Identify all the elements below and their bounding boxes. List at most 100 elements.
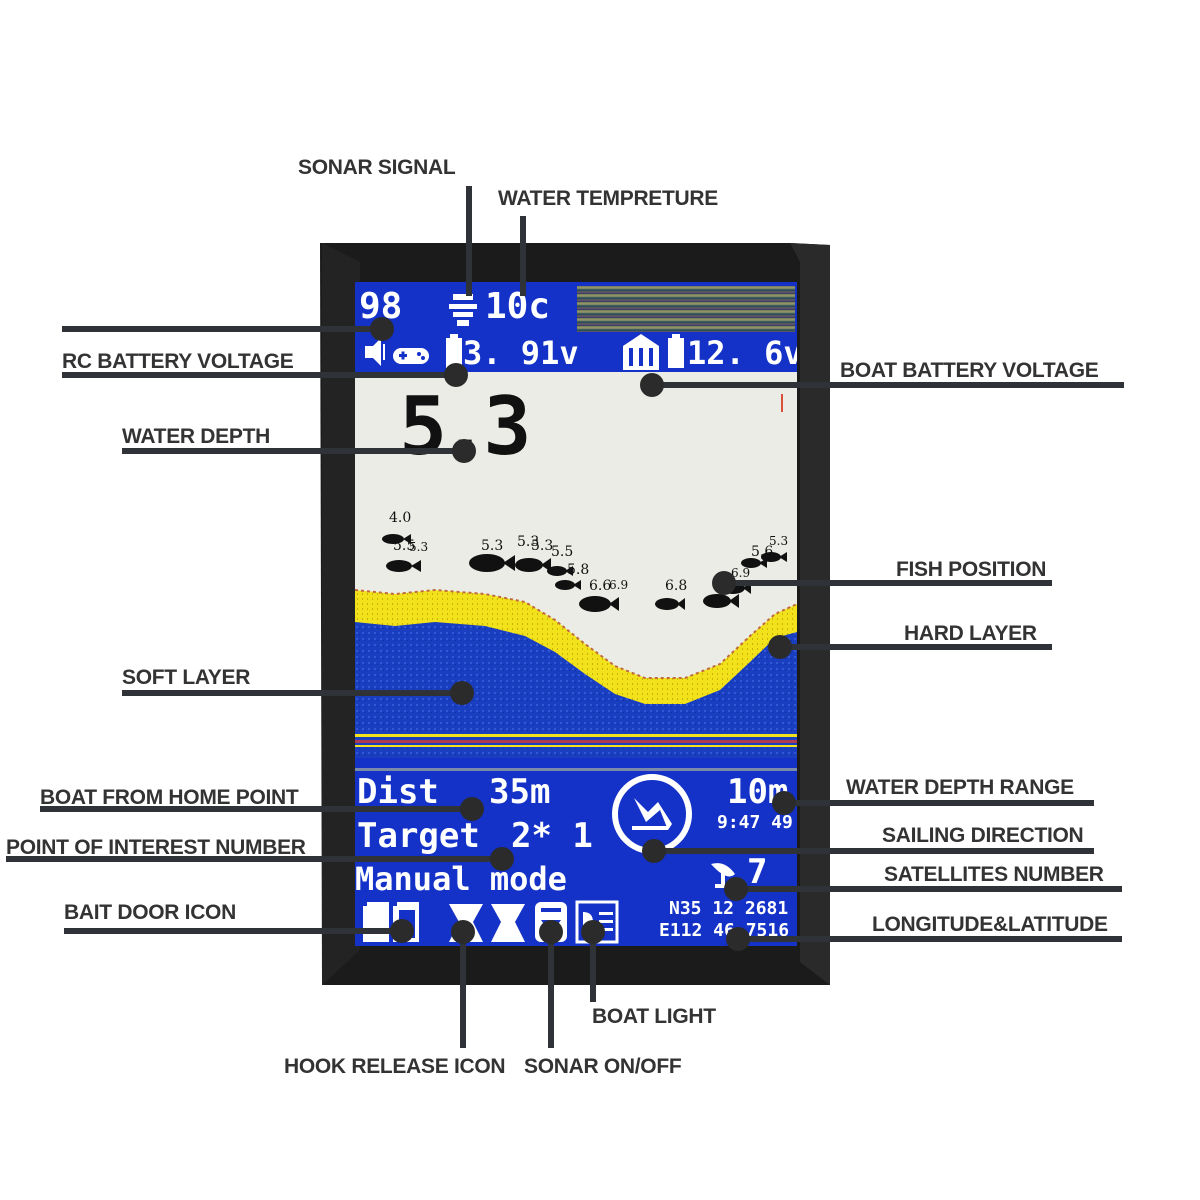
depth-range-label: WATER DEPTH RANGE	[846, 776, 1074, 799]
sonar-signal-leader	[466, 186, 472, 296]
target-label: Target	[357, 816, 480, 856]
soft-layer-dot	[450, 681, 474, 705]
fish-depth-label: 4.0	[389, 510, 412, 526]
fish-icon	[579, 596, 619, 612]
fish-icon	[555, 580, 581, 590]
fish-depth-label: 6.9	[609, 578, 629, 592]
depth-range-dot	[772, 791, 796, 815]
fish-icon	[655, 598, 685, 610]
gamepad-icon	[393, 348, 429, 364]
boat-from-home-dot	[460, 797, 484, 821]
hook-release-label: HOOK RELEASE ICON	[284, 1055, 506, 1078]
poi-number-dot	[490, 847, 514, 871]
boat-battery-label: BOAT BATTERY VOLTAGE	[840, 359, 1099, 382]
satellites-leader	[740, 886, 1122, 892]
fish-depth-label: 5.3	[517, 534, 540, 550]
rc-battery-dot	[444, 363, 468, 387]
boat-icon	[623, 334, 659, 370]
latitude-value: N35 12 2681	[669, 898, 789, 919]
sailing-direction-dot	[642, 839, 666, 863]
signal-value-dot	[370, 317, 394, 341]
boat-battery-icon	[668, 334, 684, 368]
depth-marker	[781, 394, 783, 412]
sonar-onoff-leader	[548, 930, 554, 1048]
water-temp-label: WATER TEMPRETURE	[498, 187, 718, 210]
fish-icon	[703, 594, 739, 608]
bait-door-label: BAIT DOOR ICON	[64, 901, 236, 924]
boat-battery-leader	[656, 382, 1124, 388]
boat-battery-value: 12. 6v	[687, 334, 797, 372]
fish-position-label: FISH POSITION	[896, 558, 1047, 581]
soft-layer-leader	[122, 690, 462, 696]
rc-battery-leader	[62, 372, 462, 378]
time-value: 9:47 49	[717, 812, 793, 833]
sailing-direction-label: SAILING DIRECTION	[882, 824, 1084, 847]
fish-position-leader	[728, 580, 1052, 586]
satellites-value: 7	[747, 852, 768, 892]
target-value: 2* 1	[511, 816, 593, 856]
sailing-direction-leader	[656, 848, 1094, 854]
dist-value: 35m	[489, 772, 551, 812]
bait-door-leader	[64, 928, 394, 934]
sonar-signal-label: SONAR SIGNAL	[298, 156, 456, 179]
fish-icon	[386, 560, 421, 572]
lon-lat-leader	[740, 936, 1122, 942]
fish-depth-label: 5.3	[531, 538, 554, 554]
water-temp-value: 10c	[485, 286, 551, 327]
hard-layer-dot	[768, 635, 792, 659]
water-depth-leader	[122, 448, 468, 454]
boat-from-home-label: BOAT FROM HOME POINT	[40, 786, 299, 809]
hard-layer-leader	[780, 644, 1052, 650]
rc-battery-label: RC BATTERY VOLTAGE	[62, 350, 294, 373]
water-depth-dot	[452, 439, 476, 463]
lon-lat-dot	[726, 927, 750, 951]
bait-door-dot	[390, 919, 414, 943]
fish-icon	[469, 554, 515, 572]
boat-light-dot	[581, 920, 605, 944]
fish-depth-label: 5.3	[409, 540, 429, 554]
satellite-icon	[711, 863, 735, 888]
soft-layer-label: SOFT LAYER	[122, 666, 251, 689]
fish-icon	[761, 552, 787, 562]
hook-release-dot	[451, 920, 475, 944]
boat-from-home-leader	[40, 806, 476, 812]
satellites-label: SATELLITES NUMBER	[884, 863, 1104, 886]
fish-position-dot	[712, 571, 736, 595]
sonar-onoff-label: SONAR ON/OFF	[524, 1055, 682, 1078]
satellites-dot	[724, 877, 748, 901]
speaker-icon	[365, 338, 385, 366]
water-temp-leader	[520, 216, 526, 296]
sonar-history-strip	[577, 286, 795, 332]
hard-layer-label: HARD LAYER	[904, 622, 1037, 645]
rc-battery-value: 3. 91v	[463, 334, 579, 372]
fish-icon	[382, 534, 411, 544]
fish-depth-label: 5.6	[751, 544, 774, 560]
screen-divider	[355, 768, 797, 771]
fish-depth-label: 5.3	[481, 538, 504, 554]
fish-depth-label: 6.9	[731, 566, 751, 580]
fish-depth-label: 6.8	[665, 578, 688, 594]
water-depth-label: WATER DEPTH	[122, 425, 270, 448]
sonar-signal-icon	[449, 294, 477, 326]
mode-value: Manual mode	[355, 860, 567, 898]
fish-depth-label: 5.8	[567, 562, 590, 578]
boat-light-label: BOAT LIGHT	[592, 1005, 716, 1028]
hook-release-leader	[460, 930, 466, 1048]
fish-depth-label: 5.5	[393, 538, 416, 554]
depth-range-leader	[784, 800, 1094, 806]
sonar-onoff-dot	[539, 920, 563, 944]
lon-lat-label: LONGITUDE&LATITUDE	[872, 913, 1108, 936]
boat-light-leader	[590, 930, 596, 1002]
battery-icon	[446, 334, 462, 368]
dist-label: Dist	[357, 772, 439, 812]
fish-depth-label: 6.6	[589, 578, 612, 594]
signal-value-leader	[62, 326, 382, 332]
boat-battery-dot	[640, 373, 664, 397]
poi-number-label: POINT OF INTEREST NUMBER	[6, 836, 306, 859]
fish-icon	[547, 566, 573, 576]
fish-depth-label: 5.3	[769, 534, 789, 548]
fish-depth-label: 5.5	[551, 544, 574, 560]
longitude-value: E112 46 7516	[659, 920, 790, 941]
poi-number-leader	[6, 856, 512, 862]
